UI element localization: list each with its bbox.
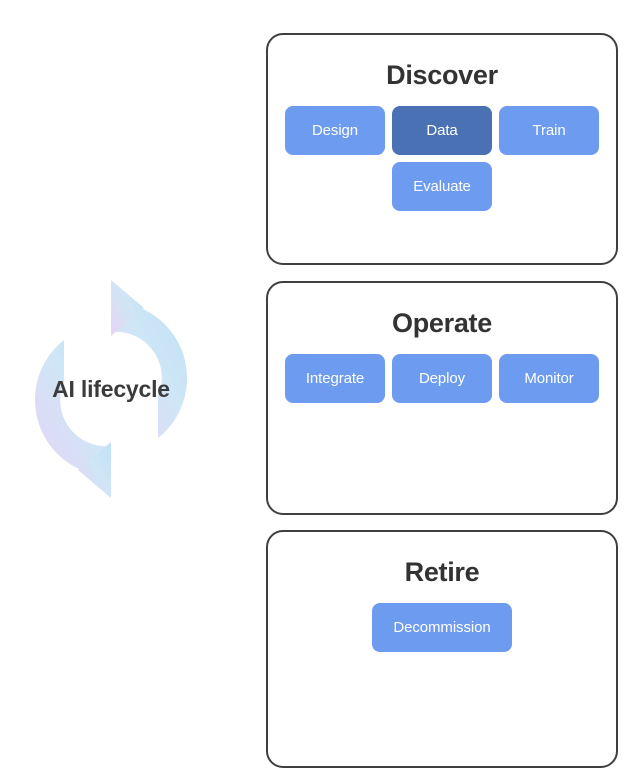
chip-evaluate[interactable]: Evaluate bbox=[392, 162, 492, 212]
chip-row-operate-1: Integrate Deploy Monitor bbox=[268, 354, 616, 404]
chip-train[interactable]: Train bbox=[499, 106, 599, 156]
ai-lifecycle-label: AI lifecycle bbox=[52, 375, 170, 402]
chip-row-discover-2: Evaluate bbox=[268, 162, 616, 212]
stage-title-retire: Retire bbox=[404, 557, 480, 587]
stage-card-retire: Retire Decommission bbox=[266, 530, 618, 768]
chip-design[interactable]: Design bbox=[285, 106, 385, 156]
chip-data[interactable]: Data bbox=[392, 106, 492, 156]
cycle-arrows-icon bbox=[34, 280, 188, 498]
ai-lifecycle-emblem: AI lifecycle bbox=[18, 278, 204, 500]
chip-monitor[interactable]: Monitor bbox=[499, 354, 599, 404]
chip-row-retire-1: Decommission bbox=[268, 603, 616, 653]
stage-title-operate: Operate bbox=[392, 308, 492, 338]
chip-deploy[interactable]: Deploy bbox=[392, 354, 492, 404]
stage-card-discover: Discover Design Data Train Evaluate bbox=[266, 33, 618, 265]
stage-title-discover: Discover bbox=[386, 60, 498, 90]
chip-row-discover-1: Design Data Train bbox=[268, 106, 616, 156]
chip-integrate[interactable]: Integrate bbox=[285, 354, 385, 404]
chip-decommission[interactable]: Decommission bbox=[372, 603, 512, 653]
stage-card-operate: Operate Integrate Deploy Monitor bbox=[266, 281, 618, 515]
